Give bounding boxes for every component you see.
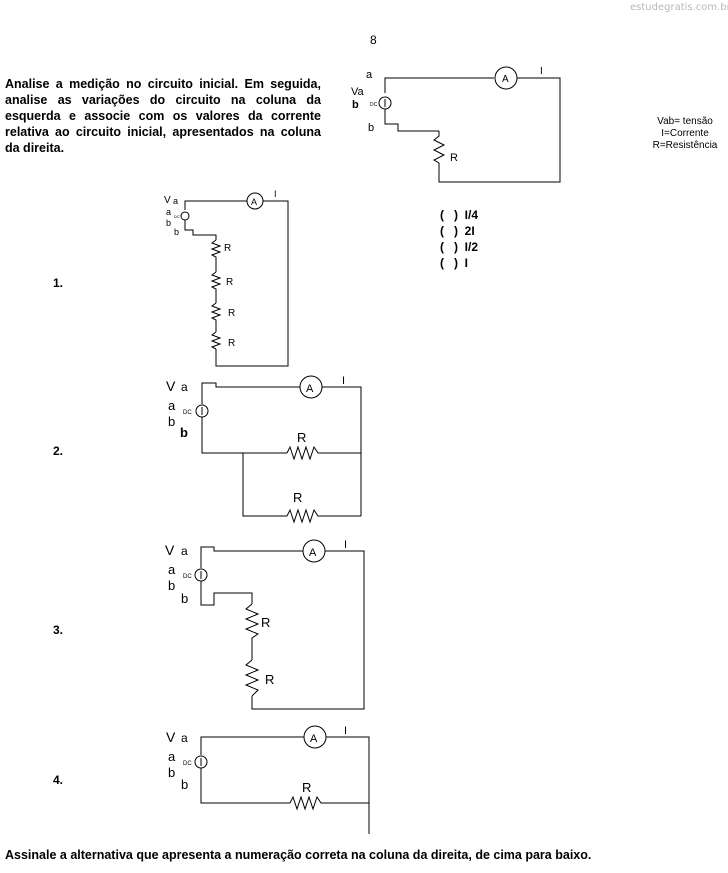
current-label: I (344, 725, 347, 737)
ammeter-label: A (306, 383, 314, 395)
current-label: I (344, 539, 347, 551)
v-label: V (166, 729, 176, 745)
terminal-b-label: b (352, 99, 359, 111)
resistor-label: R (224, 243, 231, 254)
terminal-b-label: b (168, 414, 175, 429)
resistor-label: R (297, 430, 306, 445)
resistor-label: R (228, 338, 235, 349)
ammeter-label: A (309, 547, 317, 559)
resistor-label: R (302, 780, 311, 795)
item-number-3: 3. (53, 623, 64, 637)
legend: Vab= tensão I=Corrente R=Resistência (640, 116, 728, 152)
answer-options: ( ) I/4 ( ) 2I ( ) I/2 ( ) I (440, 207, 478, 271)
option-1: ( ) I/4 (440, 208, 479, 222)
terminal-a-label: a (181, 731, 188, 745)
item-number-1: 1. (53, 276, 64, 290)
ammeter-label: A (251, 197, 257, 207)
resistor-label: R (265, 672, 274, 687)
dc-label: DC (183, 410, 192, 416)
resistor-label: R (228, 308, 235, 319)
dc-label: DC (183, 761, 192, 767)
legend-r: R=Resistência (652, 140, 718, 151)
terminal-a-label: a (168, 749, 176, 764)
resistor-label: R (293, 490, 302, 505)
circuit-2: A V a a DC b b I R R (166, 375, 362, 524)
terminal-b-label: b (181, 777, 188, 792)
terminal-a-label: a (366, 69, 373, 81)
terminal-a-label: a (181, 544, 188, 558)
terminal-b-label: b (181, 591, 188, 606)
item-number-4: 4. (53, 773, 64, 787)
dc-label: DC (174, 214, 180, 219)
resistor-label: R (261, 615, 270, 630)
current-label: I (540, 66, 543, 77)
ammeter-label: A (310, 733, 318, 745)
current-label: I (342, 375, 345, 387)
terminal-a-label: a (168, 562, 176, 577)
page-number: 8 (370, 33, 377, 47)
option-3: ( ) I/2 (440, 240, 479, 254)
terminal-b-label: b (168, 578, 175, 593)
terminal-a-label: a (181, 380, 188, 394)
initial-circuit: A a Va b DC b I R (351, 66, 561, 183)
v-label: V (164, 195, 171, 206)
terminal-b-label: b (166, 218, 171, 228)
dc-label: DC (370, 102, 378, 108)
item-number-2: 2. (53, 444, 64, 458)
question-intro: Analise a medição no circuito inicial. E… (5, 77, 321, 155)
current-label: I (274, 189, 277, 199)
terminal-a-label: a (168, 398, 176, 413)
resistor-label: R (226, 277, 233, 288)
terminal-b-label: b (174, 227, 179, 237)
terminal-b-label: b (368, 122, 374, 134)
circuit-1: A V a a DC b b I R R R R (164, 189, 289, 367)
resistor-label: R (450, 152, 458, 164)
terminal-a-label: a (173, 196, 178, 206)
ammeter-label: A (502, 74, 509, 85)
terminal-b-label: b (180, 425, 188, 440)
question-footer: Assinale a alternativa que apresenta a n… (5, 848, 592, 862)
watermark: estudegratis.com.br (630, 2, 728, 13)
terminal-a-label: a (166, 207, 171, 217)
circuit-4: A V a a DC b b I R (166, 725, 370, 834)
circuit-3: A V a a DC b b I R R (165, 539, 365, 710)
option-2: ( ) 2I (440, 224, 475, 238)
option-4: ( ) I (440, 256, 468, 270)
source-icon (180, 211, 190, 221)
terminal-b-label: b (168, 765, 175, 780)
legend-vab: Vab= tensão (657, 116, 713, 127)
dc-label: DC (183, 574, 192, 580)
va-label: Va (351, 86, 365, 98)
legend-i: I=Corrente (661, 128, 709, 139)
v-label: V (165, 542, 175, 558)
v-label: V (166, 378, 176, 394)
